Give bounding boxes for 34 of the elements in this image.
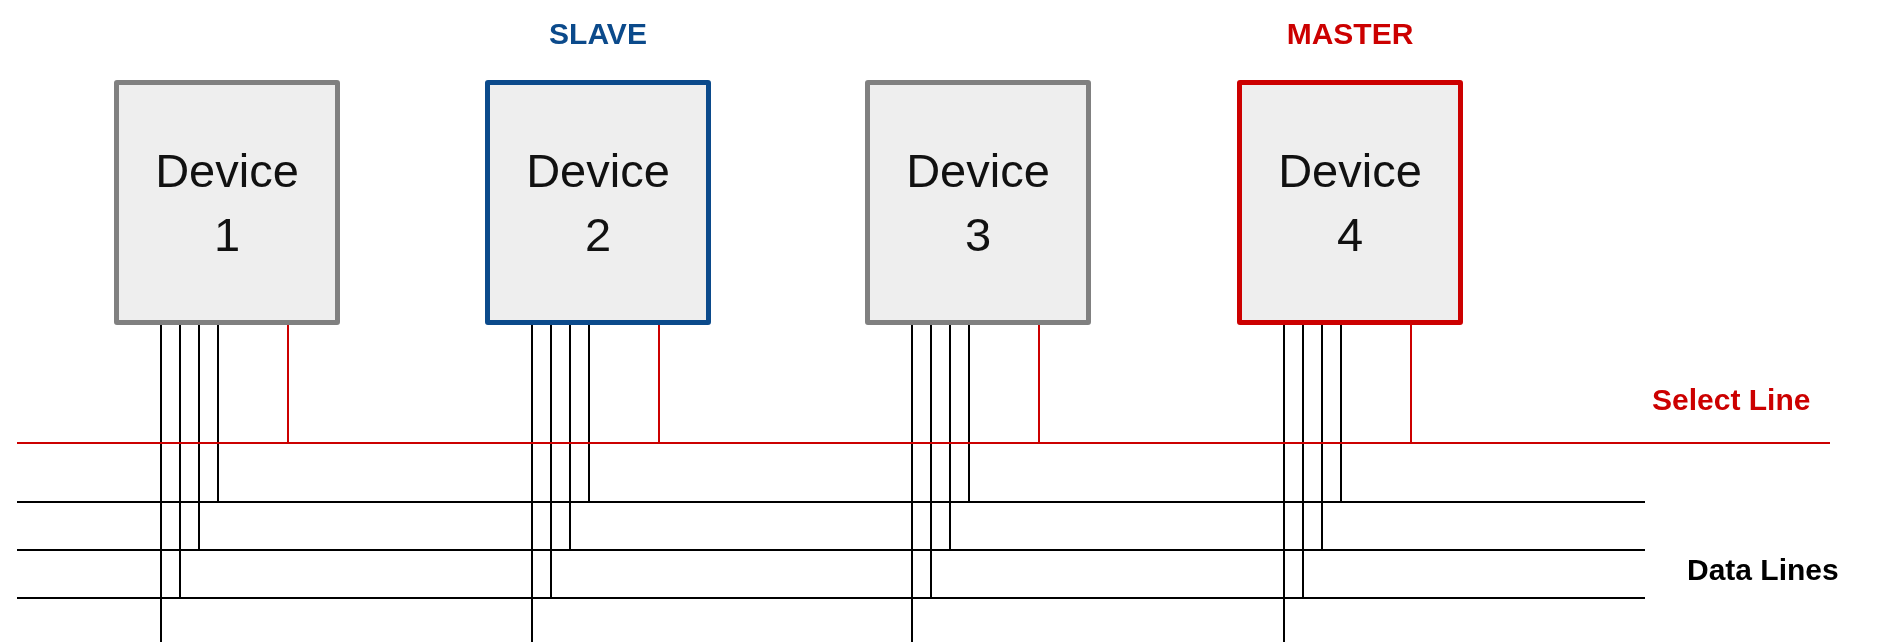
wire — [287, 324, 289, 443]
device-label: Device 3 — [905, 143, 1051, 263]
wire — [531, 324, 533, 642]
device-label: Device 4 — [1277, 143, 1423, 263]
wire — [658, 324, 660, 443]
wire — [217, 324, 219, 502]
wire — [569, 324, 571, 550]
wire — [911, 324, 913, 642]
wire — [1302, 324, 1304, 598]
bus-line — [17, 597, 1645, 599]
device-box — [114, 80, 340, 325]
wire — [949, 324, 951, 550]
wire — [160, 324, 162, 642]
wire — [1283, 324, 1285, 642]
device-box — [865, 80, 1091, 325]
bus-line — [17, 442, 1830, 444]
role-label: MASTER — [1285, 17, 1415, 51]
wire — [179, 324, 181, 598]
wire — [1410, 324, 1412, 443]
role-label: SLAVE — [548, 17, 648, 51]
wire — [588, 324, 590, 502]
device-label: Device 2 — [525, 143, 671, 263]
bus-line — [17, 501, 1645, 503]
wire — [1038, 324, 1040, 443]
wire — [930, 324, 932, 598]
wire — [550, 324, 552, 598]
bus-label: Select Line — [1652, 383, 1811, 417]
wire — [1340, 324, 1342, 502]
wire — [1321, 324, 1323, 550]
wire — [968, 324, 970, 502]
device-label: Device 1 — [154, 143, 300, 263]
bus-label: Data Lines — [1687, 553, 1839, 587]
bus-line — [17, 549, 1645, 551]
wire — [198, 324, 200, 550]
